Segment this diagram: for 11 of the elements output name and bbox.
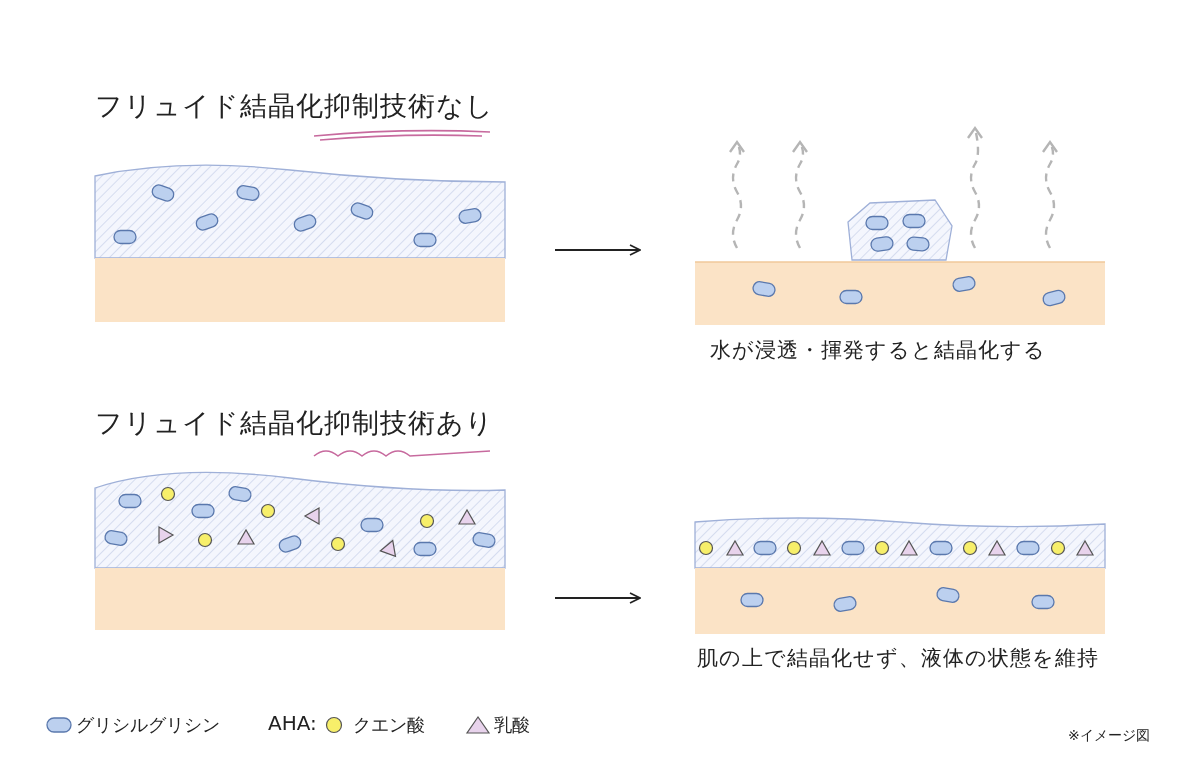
node-label: 水が浸透・揮発すると結晶化する [708, 337, 1047, 364]
legend-heading: AHA: [268, 711, 317, 735]
legend-text: グリシルグリシン [76, 713, 220, 737]
heading: フリュイド結晶化抑制技術あり [95, 406, 494, 440]
note: ※イメージ図 [1068, 727, 1150, 745]
legend-text: クエン酸 [353, 713, 425, 737]
arrow [554, 244, 641, 256]
legend-text: 乳酸 [494, 713, 530, 737]
heading: フリュイド結晶化抑制技術なし [95, 89, 494, 123]
arrow [554, 592, 641, 604]
node-label: 肌の上で結晶化せず、液体の状態を維持 [695, 645, 1100, 672]
